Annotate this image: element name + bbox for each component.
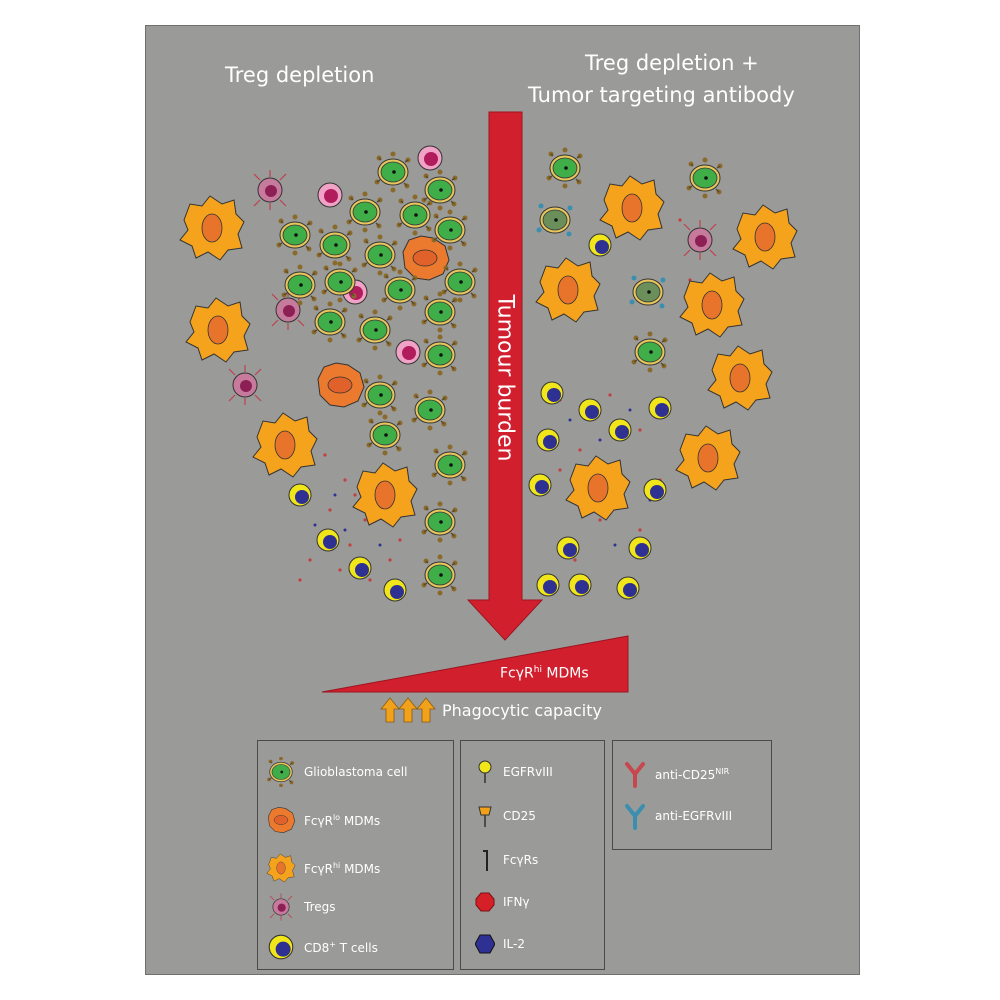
- legend-label: anti-CD25NIR: [655, 766, 730, 782]
- legend-egfrviii: EGFRvIII: [475, 759, 553, 785]
- wedge-label: FcγRhi MDMs: [500, 665, 589, 682]
- cd8-t-cell-icon: [268, 934, 294, 960]
- il2-icon: [475, 934, 495, 954]
- right-title-line2: Tumor targeting antibody: [528, 83, 795, 107]
- mdm-hi-icon: [266, 853, 296, 883]
- legend-label: EGFRvIII: [503, 765, 553, 779]
- right-title-line1: Treg depletion +: [585, 51, 759, 75]
- glioblastoma-cell-icon: [266, 757, 295, 787]
- legend-tregs: Tregs: [266, 892, 336, 922]
- legend-label: FcγRs: [503, 853, 539, 867]
- legend-label: Tregs: [304, 900, 336, 914]
- legend-il2: IL-2: [475, 931, 525, 957]
- phagocytic-label: Phagocytic capacity: [442, 701, 602, 720]
- anti-egfrviii-antibody-icon: [625, 804, 645, 830]
- legend-cd8: CD8+ T cells: [266, 934, 378, 960]
- legend-label: IFNγ: [503, 895, 530, 909]
- legend-fcgr: FcγRs: [475, 847, 538, 873]
- ifny-icon: [475, 892, 495, 912]
- tumour-burden-arrow: [466, 111, 544, 641]
- legend-anti-egfrviii: anti-EGFRvIII: [623, 803, 733, 830]
- tumour-burden-label: Tumour burden: [492, 294, 518, 462]
- legend-label: Glioblastoma cell: [304, 765, 408, 779]
- legend-cells: Glioblastoma cell FcγRlo MDMs FcγRhi MDM…: [257, 740, 454, 970]
- legend-mdm-hi: FcγRhi MDMs: [266, 853, 381, 883]
- legend-glioblastoma: Glioblastoma cell: [266, 757, 408, 787]
- legend-cd25: CD25: [475, 803, 536, 829]
- fcgr-hi-mdm-wedge: [321, 635, 629, 693]
- legend-label: IL-2: [503, 937, 525, 951]
- phagocytic-arrows: [380, 697, 436, 723]
- legend-mdm-lo: FcγRlo MDMs: [266, 807, 380, 833]
- left-title: Treg depletion: [225, 63, 375, 87]
- wedge-label-sup: hi: [533, 665, 542, 675]
- legend-label: FcγRlo MDMs: [304, 812, 381, 828]
- legend-molecules: EGFRvIII CD25 FcγRs IFNγ IL-2: [460, 740, 605, 970]
- wedge-label-rest: MDMs: [541, 665, 589, 682]
- legend-label: anti-EGFRvIII: [655, 809, 733, 823]
- left-cluster: [179, 145, 479, 602]
- legend-label: CD8+ T cells: [304, 939, 378, 955]
- legend-label: CD25: [503, 809, 536, 823]
- anti-cd25-antibody-icon: [625, 762, 645, 788]
- legend-antibodies: anti-CD25NIR anti-EGFRvIII: [612, 740, 772, 850]
- mdm-lo-icon: [268, 807, 296, 833]
- right-cluster: [528, 146, 798, 600]
- wedge-label-main: FcγR: [500, 665, 534, 682]
- treg-icon: [269, 892, 293, 922]
- cd25-icon: [478, 806, 492, 827]
- egfrviii-icon: [478, 760, 492, 783]
- fcgr-icon: [483, 850, 488, 871]
- legend-ifny: IFNγ: [475, 889, 530, 915]
- legend-label: FcγRhi MDMs: [304, 860, 381, 876]
- legend-anti-cd25: anti-CD25NIR: [623, 761, 730, 788]
